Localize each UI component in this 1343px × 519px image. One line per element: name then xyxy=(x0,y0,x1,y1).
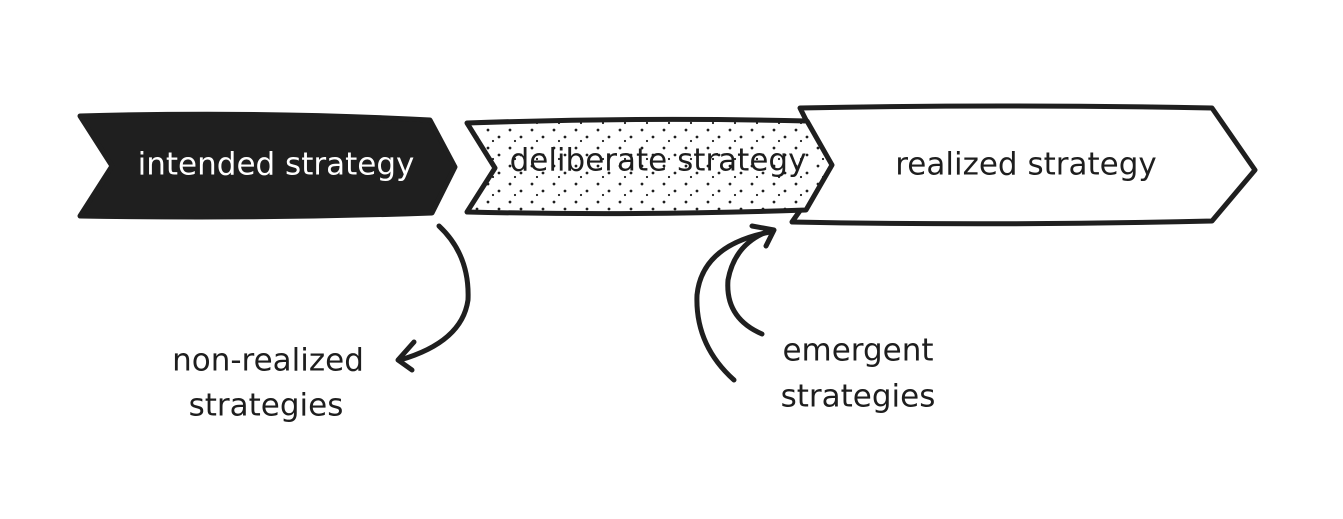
intended-strategy-label: intended strategy xyxy=(138,147,415,183)
emergent-caption: emergent strategies xyxy=(781,333,936,415)
emergent-arrows xyxy=(694,223,777,383)
non-realized-caption: non-realized strategies xyxy=(172,343,364,424)
realized-strategy-label: realized strategy xyxy=(895,147,1157,183)
realized-strategy-chevron: realized strategy xyxy=(789,103,1258,227)
emergent-line1: emergent xyxy=(782,333,933,369)
deliberate-strategy-label: deliberate strategy xyxy=(510,143,807,179)
non-realized-arrow xyxy=(395,223,471,373)
deliberate-strategy-chevron: deliberate strategy xyxy=(464,116,835,217)
non-realized-line1: non-realized xyxy=(172,343,364,379)
non-realized-line2: strategies xyxy=(189,388,344,424)
emergent-line2: strategies xyxy=(781,379,936,415)
intended-strategy-chevron: intended strategy xyxy=(77,111,458,220)
